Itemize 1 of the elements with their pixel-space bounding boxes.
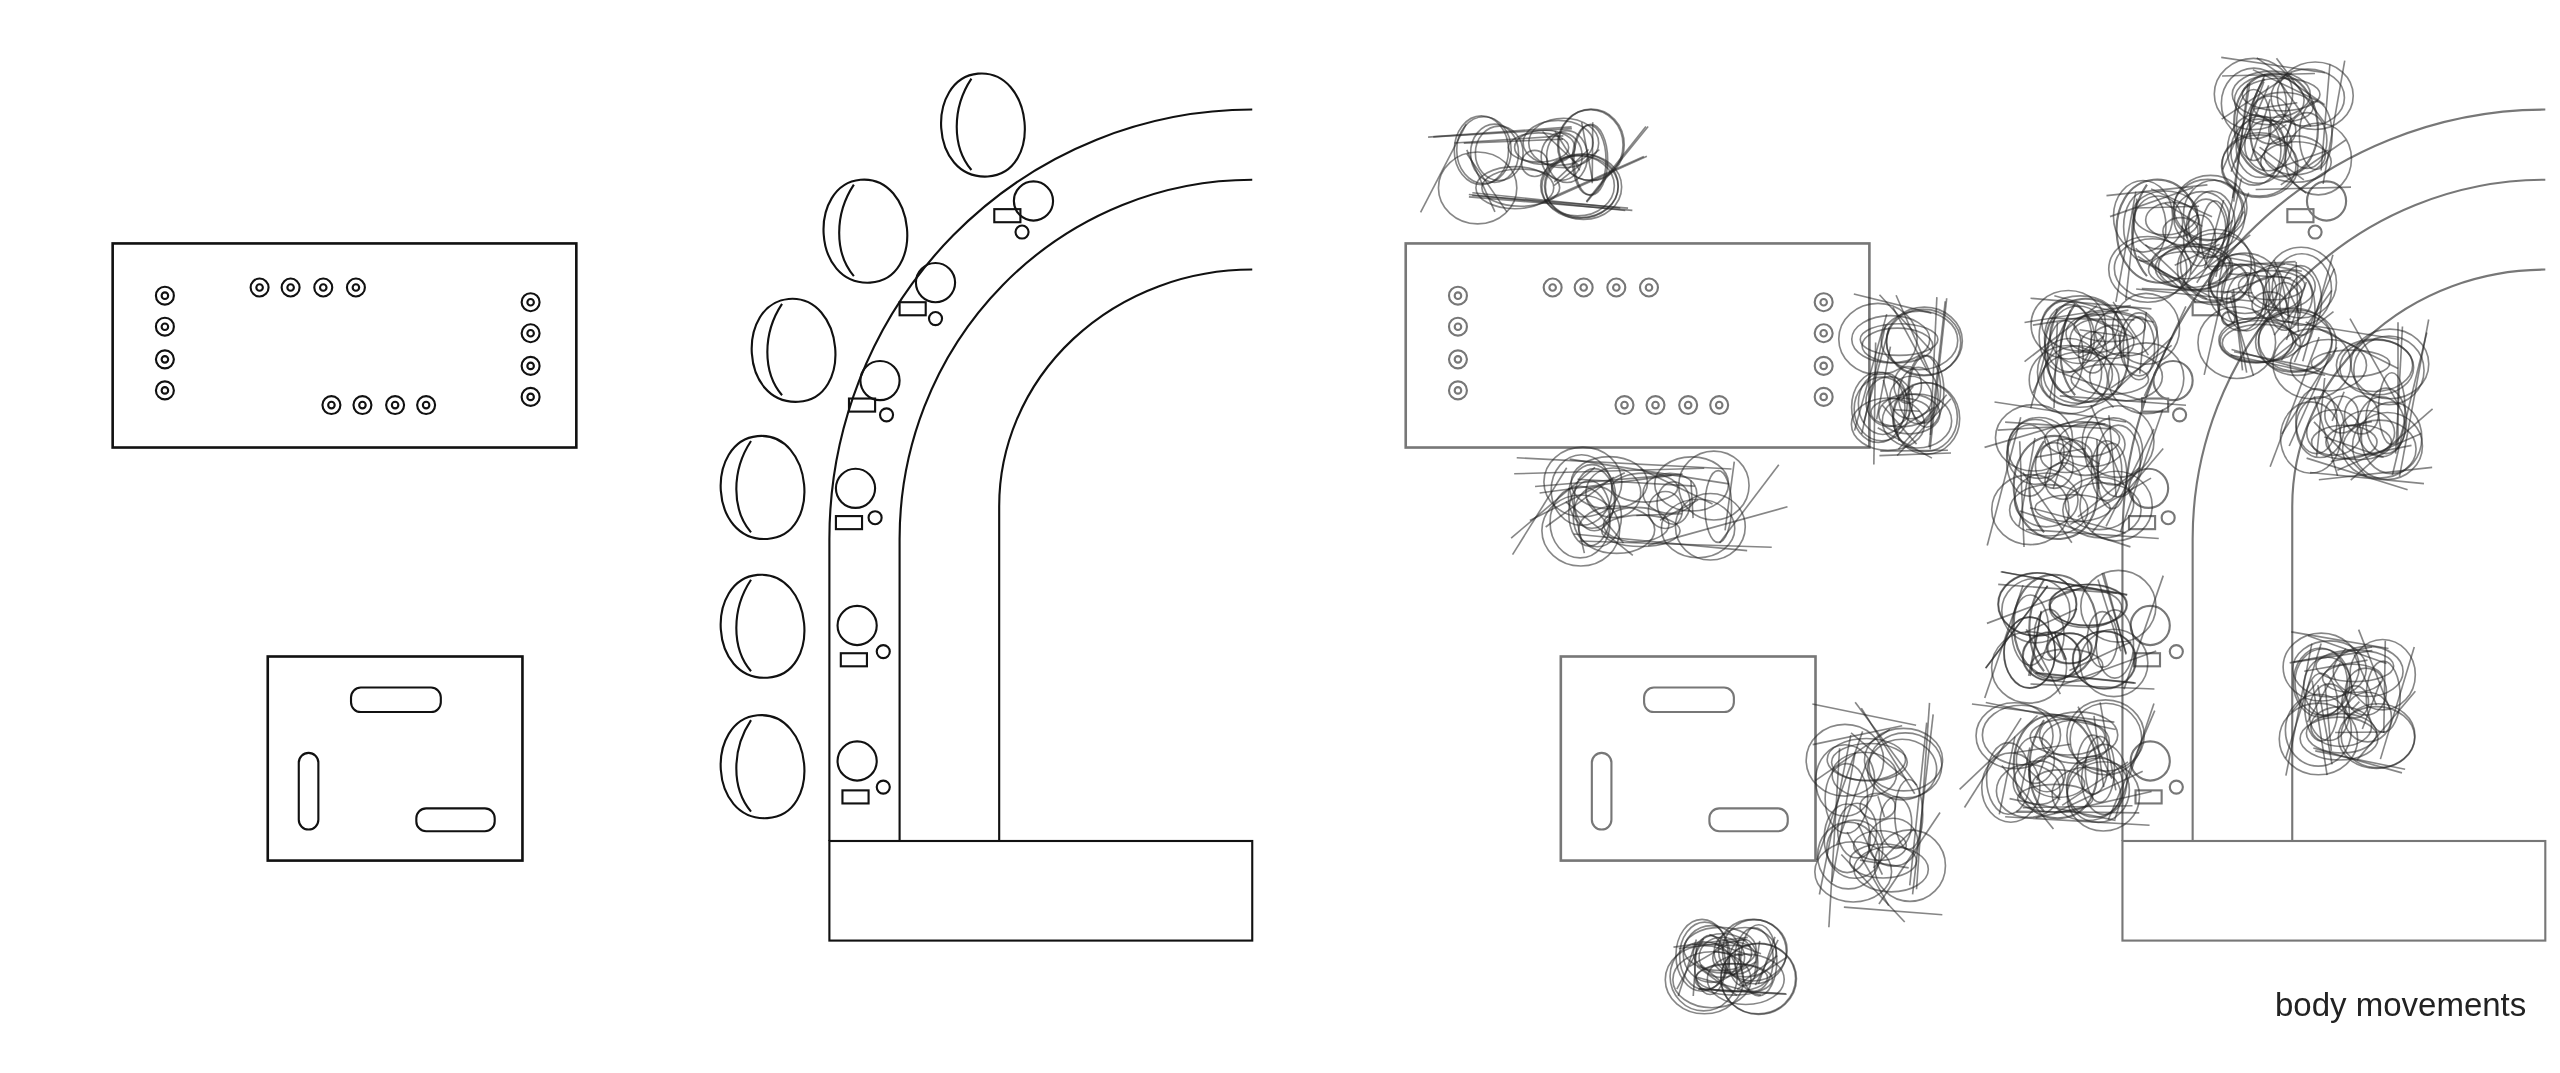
caption-text: body movements	[2275, 986, 2527, 1024]
